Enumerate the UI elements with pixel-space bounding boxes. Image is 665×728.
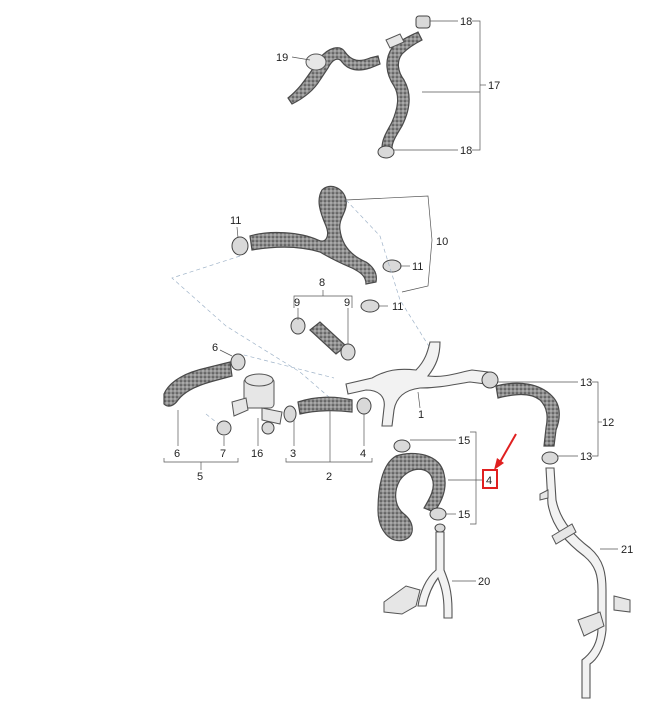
callout-3: 3 bbox=[290, 448, 296, 460]
hose-12 bbox=[495, 382, 560, 465]
callout-2: 2 bbox=[326, 471, 332, 483]
callout-9-left: 9 bbox=[294, 297, 300, 309]
callout-6-bottom: 6 bbox=[174, 448, 180, 460]
callout-7: 7 bbox=[220, 448, 226, 460]
callout-8: 8 bbox=[319, 277, 325, 289]
callout-16: 16 bbox=[251, 448, 263, 460]
callout-20: 20 bbox=[478, 576, 490, 588]
pipe-21 bbox=[539, 467, 631, 699]
callout-18-bottom: 18 bbox=[460, 145, 472, 157]
callout-11-left: 11 bbox=[230, 215, 241, 227]
callout-15-bottom: 15 bbox=[458, 509, 470, 521]
callout-5: 5 bbox=[197, 471, 203, 483]
callout-18-top: 18 bbox=[460, 16, 472, 28]
callout-12: 12 bbox=[602, 417, 614, 429]
hose-2 bbox=[283, 396, 353, 423]
hose-19 bbox=[287, 47, 381, 105]
hose-6 bbox=[163, 353, 246, 407]
hose-8 bbox=[290, 299, 380, 361]
callout-21: 21 bbox=[621, 544, 633, 556]
callout-4-highlighted: 4 bbox=[486, 475, 492, 487]
hose-10 bbox=[231, 185, 402, 285]
valve-16 bbox=[216, 373, 283, 436]
callout-10: 10 bbox=[436, 236, 448, 248]
callout-11-lower: 11 bbox=[392, 301, 403, 313]
callout-4-left: 4 bbox=[360, 448, 366, 460]
callout-15-top: 15 bbox=[458, 435, 470, 447]
callout-1: 1 bbox=[418, 409, 424, 421]
callout-labels: 18 17 19 18 11 10 11 8 9 9 11 6 13 1 12 … bbox=[174, 16, 633, 588]
hose-17 bbox=[377, 15, 431, 159]
callout-leaders bbox=[163, 20, 618, 582]
callout-13-top: 13 bbox=[580, 377, 592, 389]
pipe-1 bbox=[345, 341, 499, 427]
callout-19: 19 bbox=[276, 52, 288, 64]
callout-11-right: 11 bbox=[412, 261, 423, 273]
pipe-20 bbox=[383, 523, 453, 619]
callout-9-right: 9 bbox=[344, 297, 350, 309]
callout-17: 17 bbox=[488, 80, 500, 92]
highlight-marker bbox=[482, 433, 517, 489]
callout-6-top: 6 bbox=[212, 342, 218, 354]
callout-13-bottom: 13 bbox=[580, 451, 592, 463]
